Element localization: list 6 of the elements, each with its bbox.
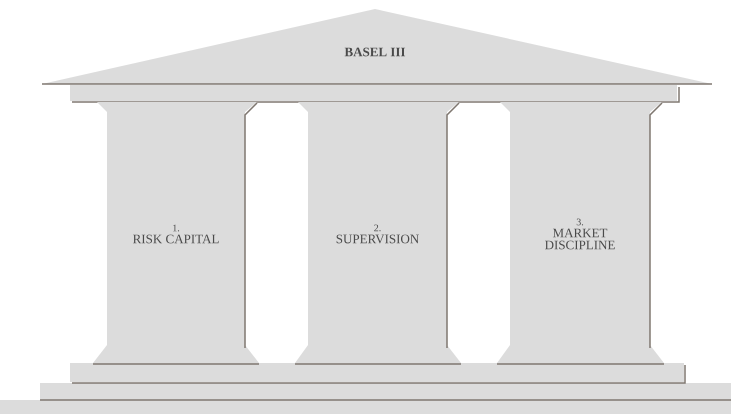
node-label: SUPERVISION bbox=[336, 234, 419, 244]
node-label: 3. bbox=[576, 218, 584, 226]
node-label: 1. bbox=[173, 224, 180, 232]
node-label: RISK CAPITAL bbox=[132, 234, 219, 244]
node-label: 2. bbox=[374, 224, 381, 232]
node-label: MARKET DISCIPLINE bbox=[544, 228, 615, 250]
